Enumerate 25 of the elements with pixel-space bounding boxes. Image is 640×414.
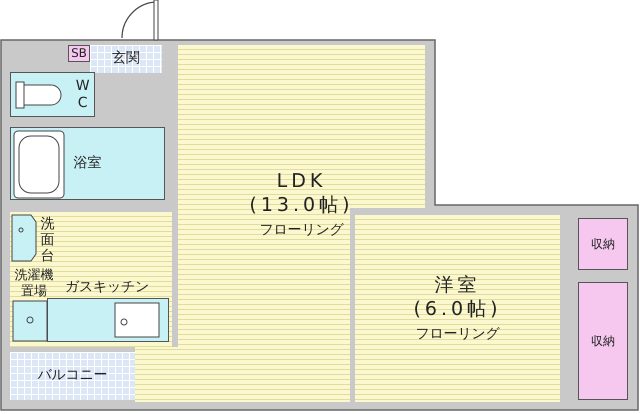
entrance-floor: [90, 45, 162, 73]
bathroom: [10, 127, 165, 200]
storage-box: [68, 45, 90, 62]
balcony-floor: [10, 352, 135, 400]
closet: [578, 218, 628, 270]
toilet-room: [10, 72, 95, 117]
closet: [578, 282, 628, 400]
room-label: 収納: [591, 236, 615, 252]
room-label: 洗面台: [40, 216, 55, 264]
room-label: (6.0帖): [413, 298, 502, 322]
room-label: 洗濯機置場: [14, 268, 54, 300]
room-label: バルコニー: [38, 367, 108, 385]
room-label: 玄関: [112, 50, 140, 68]
room-label: ガスキッチン: [65, 279, 149, 295]
room-label: LDK: [276, 170, 326, 194]
bedroom-floor: [355, 215, 560, 402]
room-label: 収納: [591, 334, 615, 348]
room-label: フローリング: [416, 326, 500, 343]
room-label: 洋室: [434, 274, 480, 298]
room-label: 浴室: [74, 154, 102, 172]
room-label: SB: [71, 46, 87, 61]
room-label: WC: [75, 78, 90, 111]
room-label: フローリング: [260, 222, 344, 239]
room-label: (13.0帖): [249, 194, 354, 218]
kitchen-floor: [10, 212, 172, 347]
